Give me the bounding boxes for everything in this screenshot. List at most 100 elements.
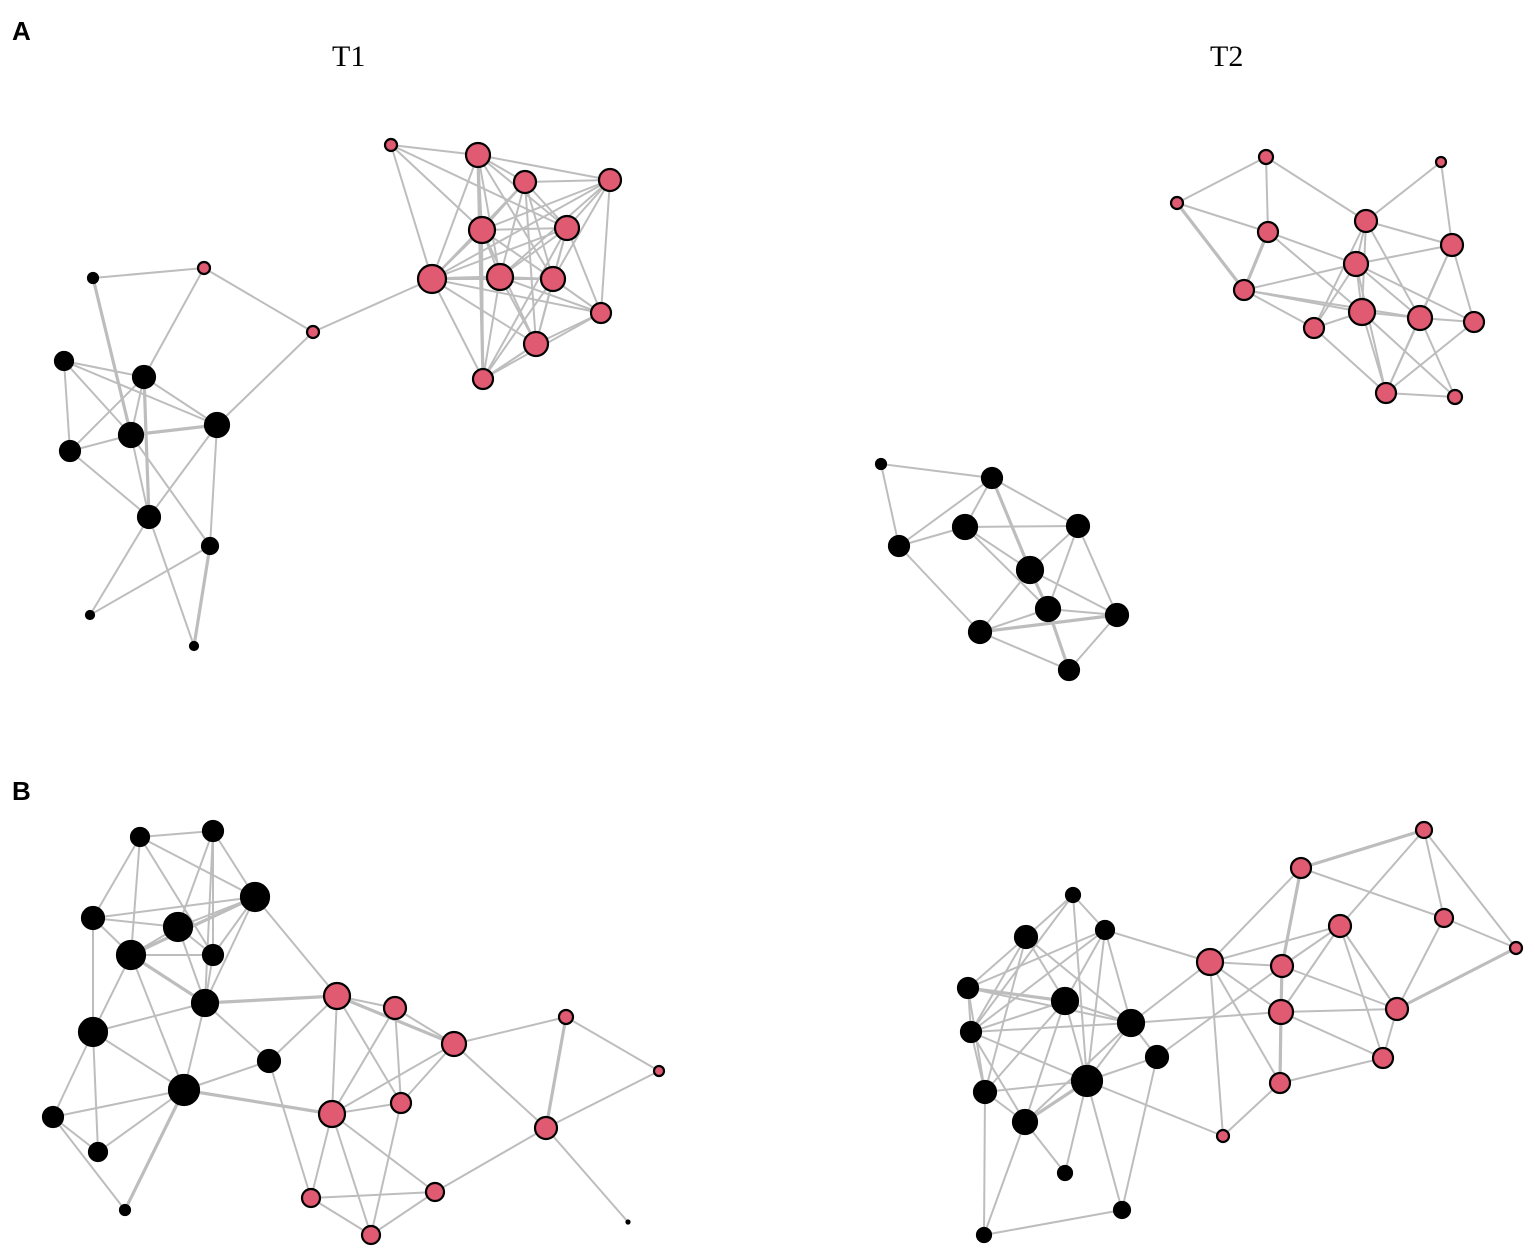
edge (1047, 525, 1079, 610)
edge (142, 376, 151, 518)
edge (204, 1002, 270, 1062)
edge (370, 1102, 402, 1236)
node-pink (1232, 278, 1256, 302)
edge (400, 1043, 455, 1104)
edge (1300, 828, 1425, 870)
edge (984, 1080, 1088, 1093)
node-black (1056, 1164, 1074, 1182)
edge (990, 477, 1032, 571)
node-pink (1256, 220, 1280, 244)
edge (1025, 936, 1132, 1024)
edge (203, 267, 314, 333)
edge (545, 1127, 629, 1223)
edge (1121, 1056, 1158, 1211)
node-pink (1446, 388, 1464, 406)
edge (970, 1022, 1132, 1033)
edge (331, 1113, 436, 1193)
edge (183, 1088, 333, 1116)
node-pink (597, 167, 623, 193)
node-pink (1289, 856, 1313, 880)
node-black (58, 439, 82, 463)
edge (898, 545, 981, 633)
edge (1313, 327, 1387, 394)
edge (1243, 263, 1357, 291)
edge (983, 1209, 1123, 1236)
edge (991, 477, 1079, 527)
node-pink (1269, 953, 1295, 979)
edge (331, 1043, 455, 1115)
edge (130, 423, 218, 437)
node-pink (467, 215, 497, 245)
edge (1419, 317, 1456, 398)
node-black (190, 988, 220, 1018)
node-pink (1268, 1071, 1292, 1095)
edge (204, 896, 256, 1004)
node-black (80, 905, 106, 931)
node-pink (553, 214, 581, 242)
node-pink (383, 137, 399, 153)
panel-label-a: A (12, 16, 31, 46)
edge (92, 267, 205, 279)
node-black (41, 1105, 65, 1129)
node-black (1064, 886, 1082, 904)
edge (1072, 894, 1088, 1082)
node-pink (533, 1115, 559, 1141)
edge (1265, 156, 1269, 233)
edge (89, 545, 211, 616)
edge (984, 1000, 1066, 1093)
edge (524, 179, 611, 183)
edge (880, 463, 993, 479)
edge (477, 154, 501, 278)
edge (92, 836, 141, 919)
column-title-t1: T1 (332, 40, 366, 73)
edge-group (52, 830, 660, 1236)
node-pink (539, 265, 567, 293)
edge (192, 545, 212, 647)
edge (552, 179, 611, 280)
node-black (1144, 1044, 1170, 1070)
node-black (117, 421, 145, 449)
edge (434, 1127, 547, 1193)
panel-label-b: B (12, 776, 31, 806)
node-pink (471, 367, 495, 391)
node-black (967, 619, 993, 645)
edge (1280, 925, 1341, 1013)
edge (967, 986, 1066, 1003)
edge (482, 278, 554, 380)
edge (63, 360, 132, 436)
edge (1355, 263, 1421, 319)
node-pink (322, 981, 352, 1011)
network-b-t2 (956, 820, 1524, 1244)
edge (177, 830, 214, 928)
edge (431, 278, 537, 345)
edge (52, 1116, 126, 1211)
node-black (1070, 1064, 1104, 1098)
edge (1209, 961, 1282, 1013)
edge (268, 995, 338, 1062)
edge (1104, 929, 1211, 963)
edge (499, 276, 602, 314)
edge (92, 1002, 206, 1033)
edge (390, 144, 483, 231)
edge (967, 929, 1106, 989)
node-black (1112, 1200, 1132, 1220)
edge (1385, 317, 1421, 394)
edge (453, 1043, 547, 1129)
edge (143, 376, 218, 426)
edge (1104, 929, 1132, 1024)
node-black (77, 1016, 109, 1048)
edge (52, 1089, 185, 1118)
edge (1423, 829, 1445, 919)
node-pink (1215, 1128, 1231, 1144)
node-pink (317, 1099, 347, 1129)
edge (1313, 220, 1367, 329)
node-black (136, 504, 162, 530)
edge (482, 276, 501, 380)
node-black (874, 457, 888, 471)
edge (310, 1113, 333, 1199)
edge (89, 516, 150, 616)
node-black (201, 943, 225, 967)
node-black (87, 1141, 109, 1163)
node-group (956, 820, 1524, 1244)
edge (1355, 263, 1387, 394)
